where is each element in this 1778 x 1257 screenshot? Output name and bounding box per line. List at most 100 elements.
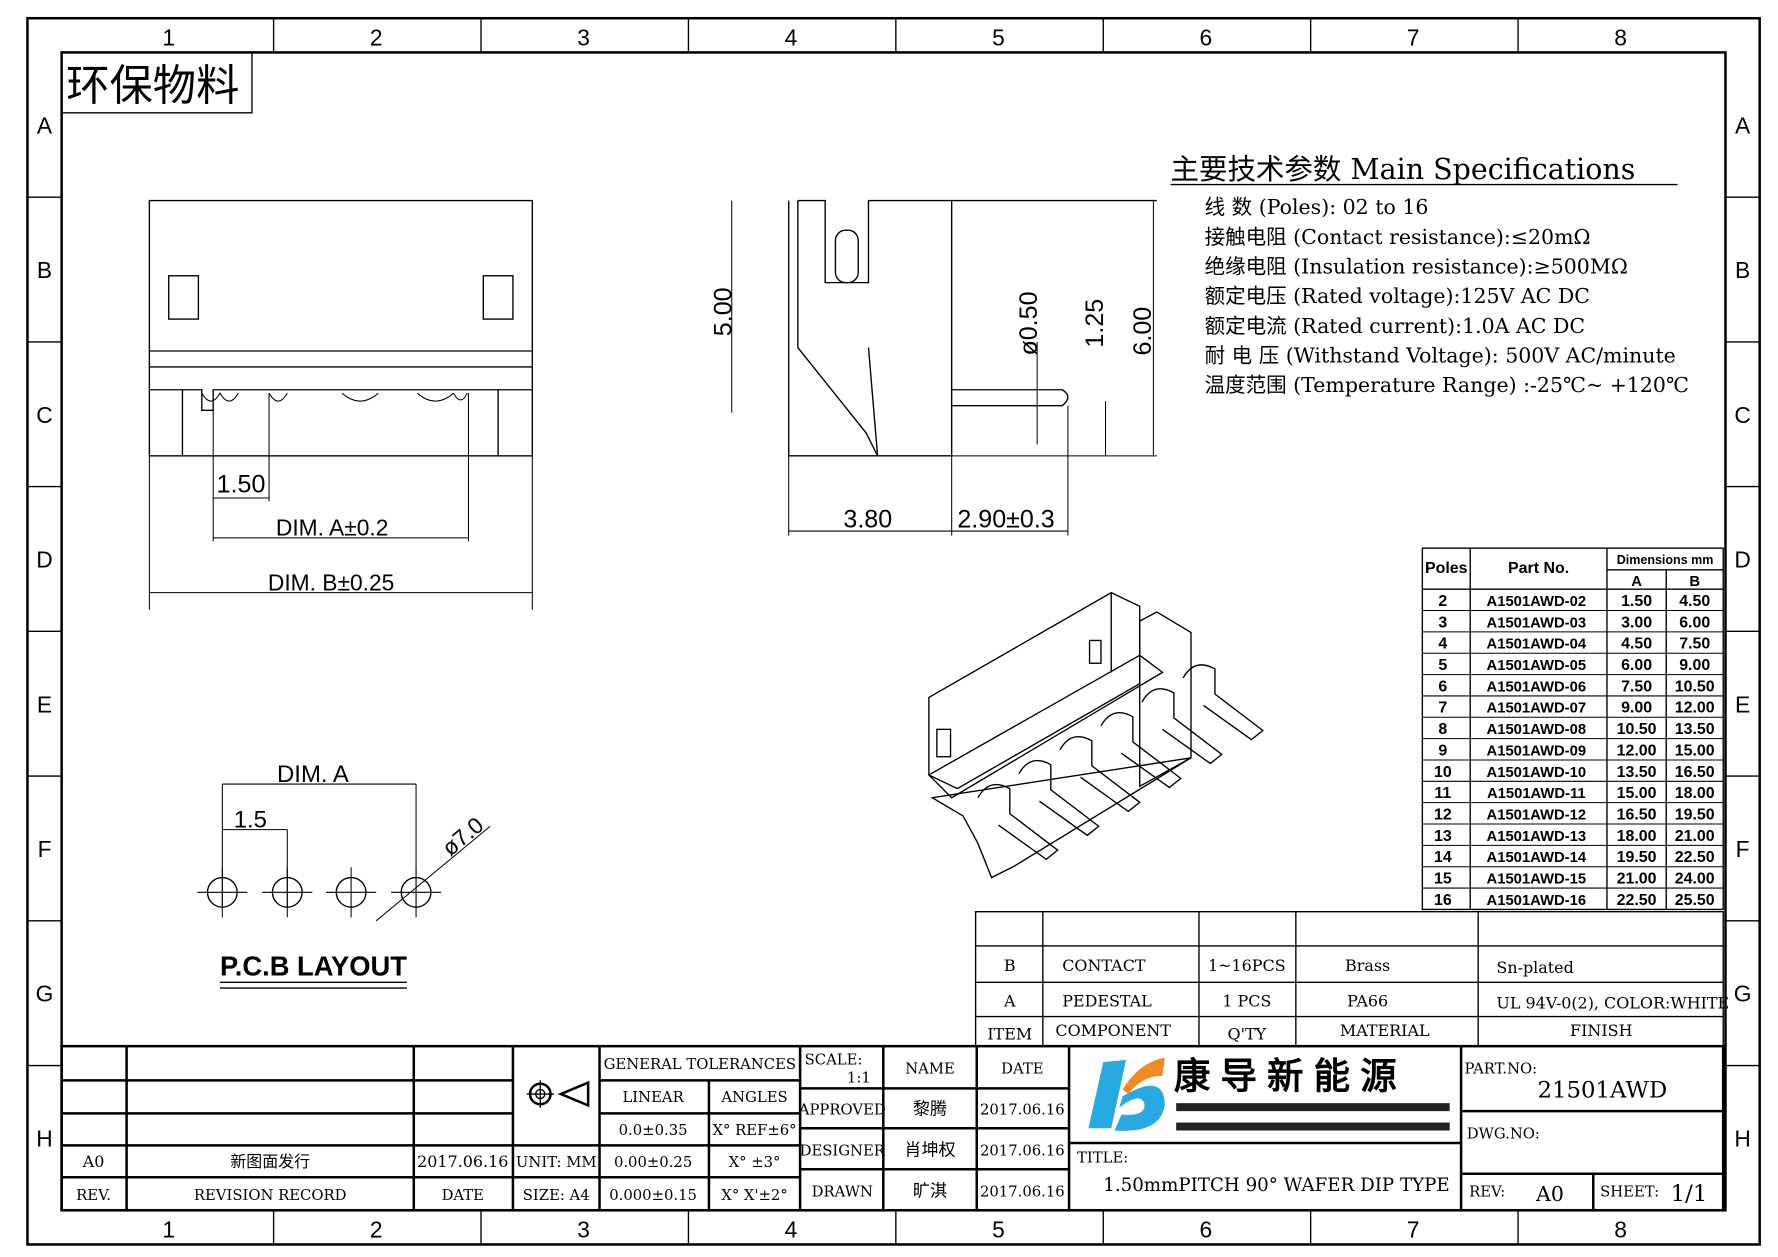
isometric-view <box>927 591 1264 879</box>
column-marker-top: 6 <box>1199 25 1212 51</box>
revision-date: 2017.06.16 <box>417 1152 508 1171</box>
cell-dim-a: 15.00 <box>1617 785 1657 802</box>
bom-finish: Sn-plated <box>1496 958 1573 977</box>
cell-poles: 5 <box>1438 657 1447 674</box>
cell-dim-b: 18.00 <box>1675 785 1715 802</box>
bom-header-qty: Q'TY <box>1228 1024 1267 1043</box>
row-marker-left: G <box>36 981 54 1007</box>
cell-part-no: A1501AWD-08 <box>1487 722 1587 738</box>
cell-dim-a: 6.00 <box>1621 657 1652 674</box>
logo-mark-blue <box>1088 1059 1127 1129</box>
angle-tolerance: X° X'±2° <box>721 1187 787 1204</box>
row-marker-right: B <box>1735 257 1750 283</box>
pcb-layout: DIM. A 1.5 ø7.0 P.C.B LAYOUT <box>197 761 491 989</box>
dim-a-label: DIM. A±0.2 <box>276 515 389 541</box>
front-view: 1.50 DIM. A±0.2 DIM. B±0.25 <box>148 199 533 610</box>
signoff-date: 2017.06.16 <box>980 1143 1065 1160</box>
cell-dim-b: 16.50 <box>1675 764 1715 781</box>
angle-tolerance: X° ±3° <box>729 1154 781 1171</box>
company-logo: 康 导 新 能 源 <box>1069 1055 1462 1145</box>
signoff-name: 肖坤权 <box>904 1141 955 1161</box>
signoff-name: 旷淇 <box>913 1182 947 1202</box>
pcb-dim-a: DIM. A <box>277 761 349 788</box>
cell-part-no: A1501AWD-10 <box>1487 765 1587 781</box>
drawing-title: 1.50mmPITCH 90° WAFER DIP TYPE <box>1103 1175 1449 1196</box>
row-marker-left: D <box>36 547 52 573</box>
spec-line: 接触电阻 (Contact resistance):≤20mΩ <box>1205 225 1591 249</box>
cell-dim-b: 7.50 <box>1679 636 1710 653</box>
cell-part-no: A1501AWD-09 <box>1487 743 1587 759</box>
linear-header: LINEAR <box>622 1089 684 1106</box>
bom-qty: 1~16PCS <box>1208 956 1286 975</box>
cell-poles: 3 <box>1438 614 1447 631</box>
pin-height-dimension: 1.25 <box>1081 299 1109 348</box>
row-marker-left: F <box>38 836 52 862</box>
specs-title: 主要技术参数 Main Specifications <box>1170 153 1635 186</box>
cell-dim-a: 10.50 <box>1617 721 1657 738</box>
signoff-name: 黎腾 <box>913 1100 947 1120</box>
logo-mark-orange <box>1122 1057 1165 1095</box>
main-specifications: 主要技术参数 Main Specifications 线 数 (Poles): … <box>1170 153 1689 397</box>
title-block: A0 新图面发行 2017.06.16 REV. REVISION RECORD… <box>60 1044 1725 1212</box>
cell-part-no: A1501AWD-12 <box>1487 807 1587 823</box>
title-label: TITLE: <box>1077 1149 1128 1166</box>
cell-poles: 13 <box>1434 828 1452 845</box>
cell-part-no: A1501AWD-05 <box>1487 658 1587 674</box>
contact-pin <box>1100 712 1182 789</box>
pin-diameter-dimension: ø0.50 <box>1015 291 1043 355</box>
cell-dim-b: 21.00 <box>1675 828 1715 845</box>
column-marker-top: 2 <box>370 25 383 51</box>
cell-dim-a: 3.00 <box>1621 614 1652 631</box>
dim-b-label: DIM. B±0.25 <box>268 569 394 595</box>
bom-header-component: COMPONENT <box>1055 1021 1171 1040</box>
row-marker-right: E <box>1735 691 1750 717</box>
cell-poles: 15 <box>1434 871 1452 888</box>
revision-header-date: DATE <box>442 1187 484 1204</box>
angles-header: ANGLES <box>720 1089 787 1106</box>
cell-dim-b: 9.00 <box>1679 657 1710 674</box>
cell-dim-a: 18.00 <box>1617 828 1657 845</box>
cell-dim-b: 10.50 <box>1675 678 1715 695</box>
header-part-no: Part No. <box>1508 560 1569 577</box>
bom-header-finish: FINISH <box>1570 1021 1633 1040</box>
column-marker-bottom: 5 <box>992 1217 1005 1243</box>
rev-value: A0 <box>1535 1182 1564 1206</box>
cell-part-no: A1501AWD-14 <box>1487 850 1587 866</box>
cell-poles: 6 <box>1438 678 1447 695</box>
column-marker-bottom: 2 <box>370 1217 383 1243</box>
row-marker-left: C <box>36 402 52 428</box>
cell-dim-b: 25.50 <box>1675 892 1715 909</box>
header-dimensions: Dimensions mm <box>1617 553 1714 567</box>
cell-dim-b: 15.00 <box>1675 742 1715 759</box>
cell-dim-b: 22.50 <box>1675 849 1715 866</box>
cell-dim-a: 16.50 <box>1617 806 1657 823</box>
row-marker-right: G <box>1734 981 1752 1007</box>
column-marker-bottom: 4 <box>785 1217 798 1243</box>
pcb-pitch: 1.5 <box>234 806 267 833</box>
row-marker-right: D <box>1734 547 1750 573</box>
cell-poles: 4 <box>1438 636 1447 653</box>
size-label: SIZE: A4 <box>523 1187 590 1204</box>
sheet-value: 1/1 <box>1671 1181 1708 1207</box>
stamp-text: 环保物料 <box>66 61 239 111</box>
parts-table-row: 5 A1501AWD-05 6.00 9.00 <box>1422 652 1724 674</box>
cell-dim-b: 19.50 <box>1675 806 1715 823</box>
revision-area: A0 新图面发行 2017.06.16 REV. REVISION RECORD… <box>61 1046 801 1211</box>
company-name: 康 导 新 能 源 <box>1174 1055 1397 1096</box>
cell-poles: 9 <box>1438 742 1447 759</box>
pcb-hole-dimension: ø7.0 <box>437 812 489 861</box>
column-marker-top: 1 <box>162 25 175 51</box>
header-a: A <box>1631 574 1642 590</box>
rev-label: REV: <box>1469 1184 1505 1201</box>
column-marker-top: 7 <box>1407 25 1420 51</box>
header-b: B <box>1689 574 1700 590</box>
cell-poles: 14 <box>1434 849 1452 866</box>
